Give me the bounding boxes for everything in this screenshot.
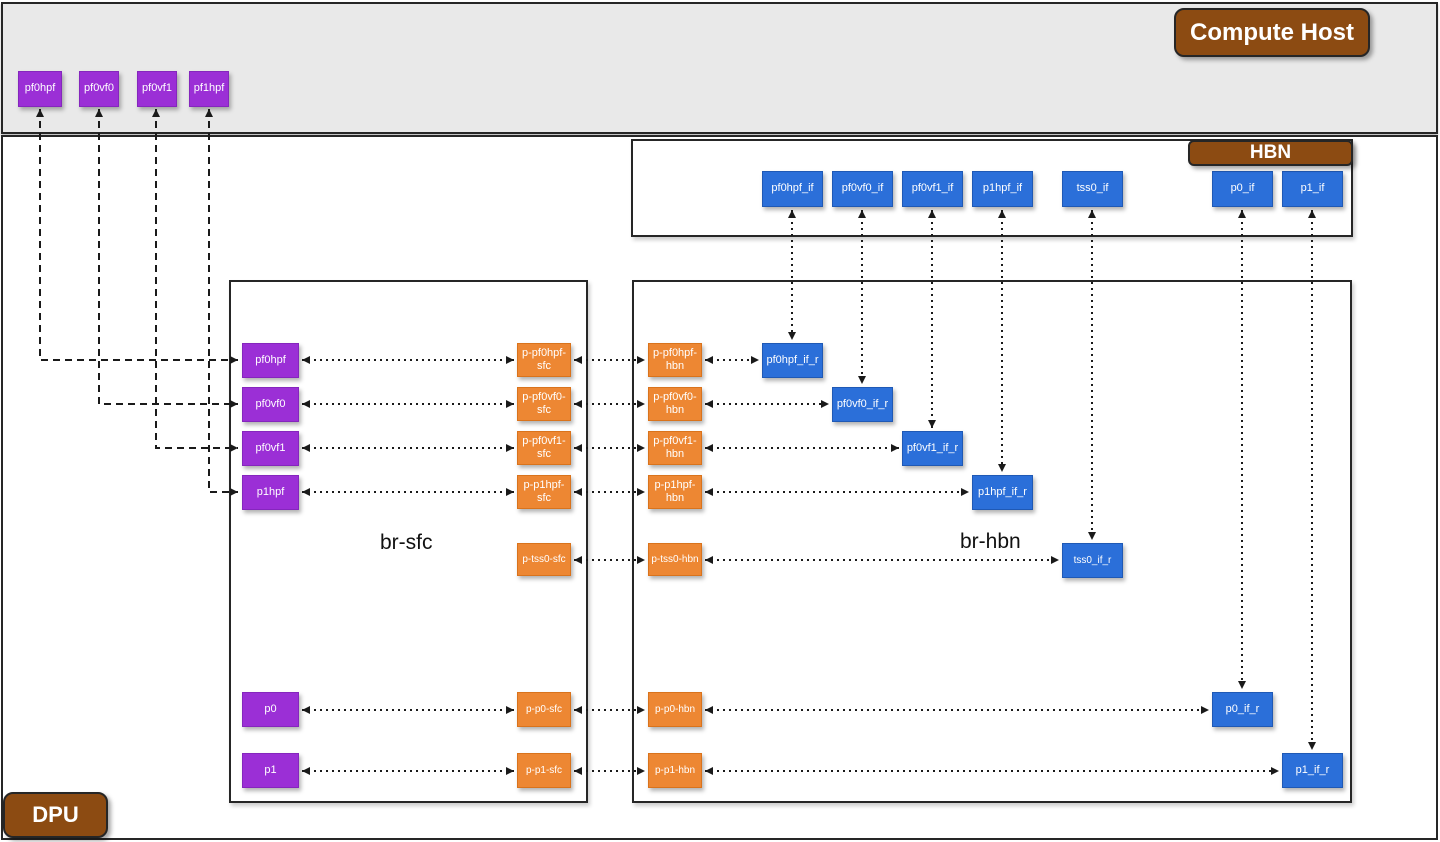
- hbn-if-pf0hpf_if: pf0hpf_if: [762, 171, 823, 207]
- sfc-port-p0: p0: [242, 692, 299, 727]
- sfc-port-pf0hpf: pf0hpf: [242, 343, 299, 378]
- sfc-patch-p-tss0-sfc: p-tss0-sfc: [517, 543, 571, 576]
- sfc-patch-p-pf0hpf-sfc: p-pf0hpf-sfc: [517, 343, 571, 377]
- br-hbn-label: br-hbn: [960, 530, 1021, 553]
- sfc-patch-p-pf0vf0-sfc: p-pf0vf0-sfc: [517, 387, 571, 421]
- sfc-port-pf0vf1: pf0vf1: [242, 431, 299, 466]
- hbn-rep-tss0_if_r: tss0_if_r: [1062, 543, 1123, 578]
- host-port-pf0hpf: pf0hpf: [18, 71, 62, 107]
- sfc-port-p1: p1: [242, 753, 299, 788]
- hbn-patch-p-p1-hbn: p-p1-hbn: [648, 753, 702, 788]
- hbn-if-p1hpf_if: p1hpf_if: [972, 171, 1033, 207]
- sfc-patch-p-p0-sfc: p-p0-sfc: [517, 692, 571, 727]
- hbn-rep-pf0vf0_if_r: pf0vf0_if_r: [832, 387, 893, 422]
- hbn-if-p0_if: p0_if: [1212, 171, 1273, 207]
- br-sfc-label: br-sfc: [380, 531, 433, 554]
- hbn-if-pf0vf1_if: pf0vf1_if: [902, 171, 963, 207]
- hbn-patch-p-p1hpf-hbn: p-p1hpf-hbn: [648, 475, 702, 509]
- hbn-badge: HBN: [1188, 140, 1353, 166]
- sfc-port-pf0vf0: pf0vf0: [242, 387, 299, 422]
- compute-host-badge: Compute Host: [1174, 8, 1370, 57]
- hbn-patch-p-pf0hpf-hbn: p-pf0hpf-hbn: [648, 343, 702, 377]
- sfc-patch-p-pf0vf1-sfc: p-pf0vf1-sfc: [517, 431, 571, 465]
- host-port-pf0vf0: pf0vf0: [79, 71, 119, 107]
- hbn-rep-p1_if_r: p1_if_r: [1282, 753, 1343, 788]
- sfc-patch-p-p1-sfc: p-p1-sfc: [517, 753, 571, 788]
- hbn-patch-p-pf0vf0-hbn: p-pf0vf0-hbn: [648, 387, 702, 421]
- hbn-rep-p0_if_r: p0_if_r: [1212, 692, 1273, 727]
- host-port-pf0vf1: pf0vf1: [137, 71, 177, 107]
- hbn-if-tss0_if: tss0_if: [1062, 171, 1123, 207]
- hbn-patch-p-p0-hbn: p-p0-hbn: [648, 692, 702, 727]
- hbn-if-p1_if: p1_if: [1282, 171, 1343, 207]
- hbn-rep-p1hpf_if_r: p1hpf_if_r: [972, 475, 1033, 510]
- sfc-port-p1hpf: p1hpf: [242, 475, 299, 510]
- hbn-patch-p-pf0vf1-hbn: p-pf0vf1-hbn: [648, 431, 702, 465]
- hbn-patch-p-tss0-hbn: p-tss0-hbn: [648, 543, 702, 576]
- sfc-patch-p-p1hpf-sfc: p-p1hpf-sfc: [517, 475, 571, 509]
- host-port-pf1hpf: pf1hpf: [189, 71, 229, 107]
- hbn-if-pf0vf0_if: pf0vf0_if: [832, 171, 893, 207]
- hbn-rep-pf0hpf_if_r: pf0hpf_if_r: [762, 343, 823, 378]
- dpu-badge: DPU: [3, 792, 108, 838]
- hbn-rep-pf0vf1_if_r: pf0vf1_if_r: [902, 431, 963, 466]
